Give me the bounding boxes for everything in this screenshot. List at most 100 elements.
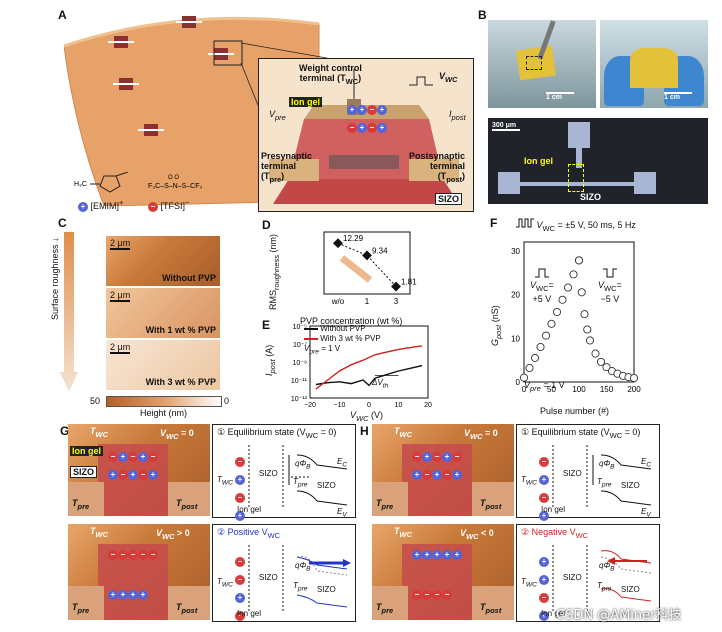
colorbar-label: Height (nm)	[140, 408, 188, 418]
pos-eq: =	[548, 280, 554, 290]
g-device-positive: TWC VWC > 0 Tpre Tpost −−−−− ++++	[68, 524, 210, 620]
bent-yellow-film	[630, 48, 678, 88]
height-colorbar	[106, 396, 222, 407]
svg-text:O O: O O	[168, 175, 179, 181]
presynaptic-line2: terminal	[261, 161, 297, 171]
h-tpost-top: Tpost	[480, 498, 502, 511]
chart-f-point	[583, 325, 592, 334]
g-tpre-top: Tpre	[72, 498, 90, 511]
chart-f-point	[552, 307, 562, 317]
pulse-v: V	[536, 220, 543, 230]
emim-label: [EMIM]	[90, 201, 120, 211]
g-vwc-pos: VWC > 0	[156, 528, 190, 541]
presynaptic-label: Presynaptic terminal (Tpre)	[261, 151, 313, 184]
g-band1-sizo2: SIZO	[317, 481, 336, 490]
h-band1-tpre: Tpre	[597, 477, 612, 489]
g-band1-iongel: Ion gel	[237, 505, 262, 514]
emim-structure: H₃C	[74, 171, 154, 196]
afm-caption-1: Without PVP	[162, 273, 216, 283]
roughness-axis-label: Surface roughness ↓	[50, 237, 60, 320]
gate-line	[576, 148, 582, 168]
chart-f-point	[574, 256, 584, 265]
h-band1-ev: EV	[641, 507, 651, 519]
chart-f-point	[558, 295, 567, 304]
drain-pad	[634, 172, 656, 194]
g-band2-phi: qΦB	[295, 561, 311, 573]
neg-pulse-label: VWC= −5 V	[598, 268, 622, 304]
chart-e-legend: Without PVP With 3 wt % PVP Vpre = 1 V	[304, 324, 381, 358]
pos-v: V	[530, 280, 537, 290]
g-twc-top: TWC	[90, 426, 108, 439]
chart-f-ytick: 10	[511, 334, 520, 343]
dvth-main: ΔV	[372, 378, 383, 387]
vpre-f-main: V	[524, 380, 531, 390]
watermark: CSDN @AMiner科技	[556, 608, 682, 623]
pulse-sub: WC	[542, 223, 556, 233]
chart-e-xtick: 20	[424, 402, 432, 409]
chart-f-xtick: 100	[572, 385, 586, 394]
chart-f-point	[519, 373, 529, 382]
e-ylabel-unit: (A)	[264, 344, 274, 360]
g-band2-tpre: Tpre	[293, 581, 308, 593]
g-ion-gel: Ion gel	[70, 446, 103, 456]
g-band2-sizo2: SIZO	[317, 585, 336, 594]
sizo-label-a: SIZO	[435, 193, 463, 205]
g-device-equilibrium: TWC VWC = 0 Ion gel SIZO Tpre Tpost −+−+…	[68, 424, 210, 516]
chart-d-ylabel: RMSroughness (nm)	[268, 234, 281, 310]
g-post-pad-bottom	[168, 586, 210, 620]
h-band2-sizo: SIZO	[563, 573, 582, 582]
roughness-arrow	[60, 232, 78, 392]
chart-f-point	[547, 319, 556, 328]
panel-label-g: G	[60, 424, 70, 438]
chart-e-xtick: 0	[367, 402, 371, 409]
ipost-label-a: Ipost	[449, 109, 466, 122]
chart-d-point	[333, 238, 343, 249]
h-band1-iongel: Ion gel	[541, 505, 566, 514]
chart-f-point	[577, 288, 586, 297]
vpre-a-main: V	[269, 109, 276, 119]
emim-charge: +	[119, 198, 124, 207]
scale-bar-b2: 1 cm	[664, 92, 692, 101]
weight-terminal-line1: Weight control	[299, 63, 362, 73]
chart-f-point	[580, 310, 589, 319]
postsynaptic-label: Postsynaptic terminal (Tpost)	[409, 151, 466, 184]
chart-e-ytick: 10⁻¹³	[291, 396, 308, 403]
h-tpost-bottom: Tpost	[480, 602, 502, 615]
chart-f-point	[541, 331, 551, 340]
neg-pulse-icon	[602, 268, 617, 278]
afm-scale-3: 2 μm	[110, 342, 131, 354]
vwc-a-main: V	[439, 71, 446, 81]
afm-scale-2: 2 μm	[110, 290, 131, 302]
weight-terminal-label: Weight control terminal (TWC)	[299, 63, 362, 87]
chart-f-ytick: 20	[511, 291, 520, 300]
vpre-e-val: = 1 V	[318, 344, 341, 353]
afm-image-3wt: 2 μm With 3 wt % PVP	[106, 340, 220, 390]
pos-val: +5 V	[532, 293, 552, 304]
svg-text:F₃C–S–N–S–CF₃: F₃C–S–N–S–CF₃	[148, 183, 202, 190]
h-device-equilibrium: TWC VWC = 0 Tpre Tpost −+−+− +−+−+	[372, 424, 514, 516]
panel-label-f: F	[490, 216, 498, 230]
afm-caption-3: With 3 wt % PVP	[145, 377, 216, 387]
afm-scale-1: 2 μm	[110, 238, 131, 250]
chart-f-point	[530, 353, 540, 362]
panel-a-flexible-sheet	[64, 16, 320, 206]
g-band1-ec: EC	[337, 457, 348, 469]
g-band-equilibrium: ① Equilibrium state (VWC = 0) −+−+ TWC S…	[212, 424, 356, 521]
chart-f-point	[525, 363, 534, 373]
scale-bar-b3: 300 μm	[492, 122, 520, 131]
chart-e-xtick: −10	[334, 402, 346, 409]
ion-gel-label-a: Ion gel	[289, 97, 322, 107]
h-band1-drawing	[552, 445, 652, 509]
h-ions-top: −+−+− +−+−+	[412, 446, 468, 482]
panel-label-h: H	[360, 424, 369, 438]
channel-line	[520, 182, 634, 186]
panel-label-a: A	[58, 8, 67, 22]
chart-d-xtick: 3	[394, 297, 399, 306]
tfsi-legend: − [TFSI]−	[148, 198, 189, 212]
g-band2-title: ② Positive VWC	[217, 527, 281, 540]
g-band1-ions: −+−+	[235, 451, 247, 523]
h-post-pad-top	[472, 482, 514, 516]
panel-a-device-schematic: Weight control terminal (TWC) VWC Ion ge…	[258, 58, 474, 212]
svg-text:H₃C: H₃C	[74, 181, 87, 188]
pulse-spec-f: VWC = ±5 V, 50 ms, 5 Hz	[516, 218, 636, 233]
